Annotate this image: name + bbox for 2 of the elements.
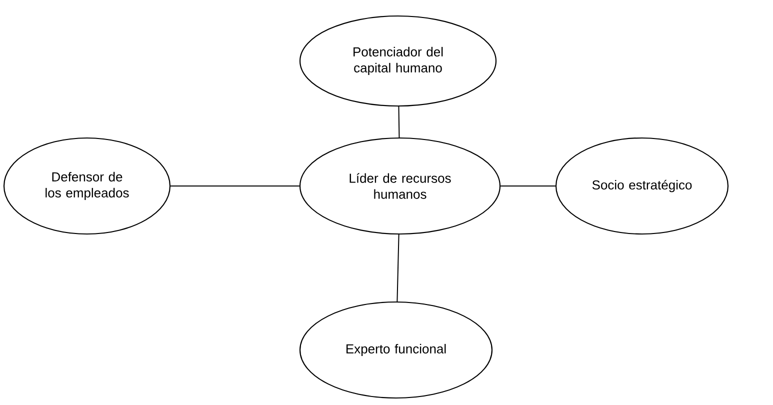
connector-line (396, 234, 400, 302)
connector-line (398, 106, 400, 138)
